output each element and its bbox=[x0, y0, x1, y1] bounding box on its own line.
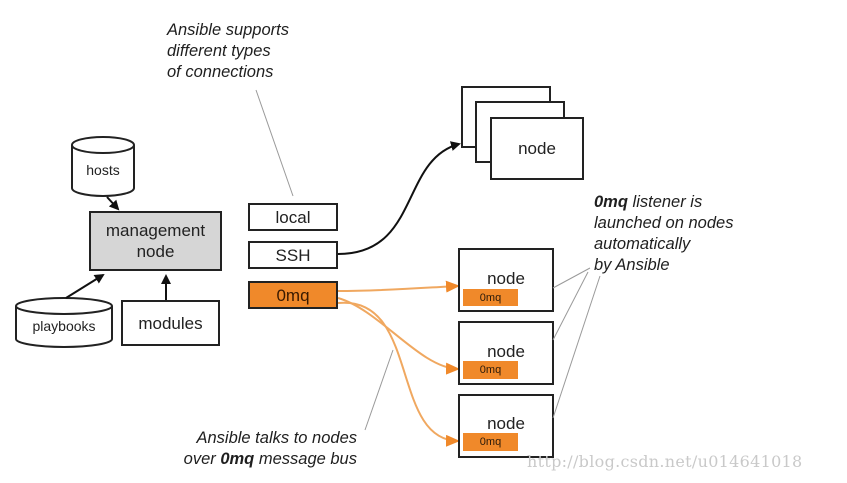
connections-note-line-1: Ansible supports bbox=[167, 21, 289, 39]
connections-note-line-2: different types bbox=[167, 42, 271, 60]
connections-note-leader bbox=[255, 89, 294, 197]
zmq-node-tag-3: 0mq bbox=[463, 433, 518, 451]
zmq-node-tag-1: 0mq bbox=[463, 289, 518, 306]
hosts-cylinder bbox=[71, 136, 135, 197]
modules-label: modules bbox=[138, 313, 203, 333]
hosts-to-management-arrow bbox=[106, 196, 120, 211]
bus-note-line-2: over 0mq message bus bbox=[150, 449, 357, 470]
listener-note-line-1: 0mq listener is bbox=[594, 192, 733, 213]
connection-ssh: SSH bbox=[248, 241, 338, 269]
ssh-node-stack bbox=[461, 86, 584, 180]
bus-note-bold: 0mq bbox=[220, 450, 255, 468]
zmq-arrow-node-1 bbox=[337, 280, 460, 293]
management-node: management node bbox=[89, 211, 222, 271]
zmq-arrow-node-2 bbox=[337, 297, 460, 375]
connection-local: local bbox=[248, 203, 338, 231]
connection-zmq-label: 0mq bbox=[276, 285, 310, 305]
management-node-label: management node bbox=[105, 221, 206, 261]
listener-note-leader-3 bbox=[552, 275, 601, 419]
listener-note-bold: 0mq bbox=[594, 193, 628, 211]
bus-note: Ansible talks to nodes over 0mq message … bbox=[150, 428, 357, 470]
connection-zmq: 0mq bbox=[248, 281, 338, 309]
ssh-node-label: node bbox=[518, 139, 556, 158]
listener-note-line-1-rest: listener is bbox=[627, 193, 703, 211]
connection-ssh-label: SSH bbox=[275, 245, 311, 265]
playbooks-cylinder bbox=[15, 297, 113, 348]
bus-note-line-2-pre: over bbox=[183, 450, 221, 468]
zmq-node-label-3: node bbox=[487, 414, 525, 433]
zmq-node-label-1: node bbox=[487, 269, 525, 288]
zmq-arrow-node-3 bbox=[337, 301, 460, 447]
bus-note-leader bbox=[364, 349, 394, 431]
listener-note-line-3: automatically bbox=[594, 235, 691, 253]
hosts-label: hosts bbox=[86, 162, 120, 178]
connection-local-label: local bbox=[275, 207, 311, 227]
zmq-node-tag-2: 0mq bbox=[463, 361, 518, 379]
ssh-connection-arrow bbox=[337, 141, 461, 255]
listener-note-leader-1 bbox=[552, 267, 591, 289]
playbooks-to-management-arrow bbox=[65, 273, 105, 299]
listener-note-line-4: by Ansible bbox=[594, 256, 670, 274]
playbooks-label: playbooks bbox=[32, 318, 96, 334]
connections-note-line-3: of connections bbox=[167, 63, 274, 81]
listener-note-line-2: launched on nodes bbox=[594, 214, 734, 232]
zmq-node-label-2: node bbox=[487, 342, 525, 361]
connections-note: Ansible supports different types of conn… bbox=[167, 20, 289, 83]
listener-note: 0mq listener is launched on nodes automa… bbox=[594, 192, 733, 276]
bus-note-line-2-post: message bus bbox=[254, 450, 357, 468]
modules-box: modules bbox=[121, 300, 220, 346]
listener-note-leader-2 bbox=[552, 271, 589, 341]
watermark: http://blog.csdn.net/u014641018 bbox=[527, 452, 803, 471]
bus-note-line-1: Ansible talks to nodes bbox=[196, 429, 357, 447]
